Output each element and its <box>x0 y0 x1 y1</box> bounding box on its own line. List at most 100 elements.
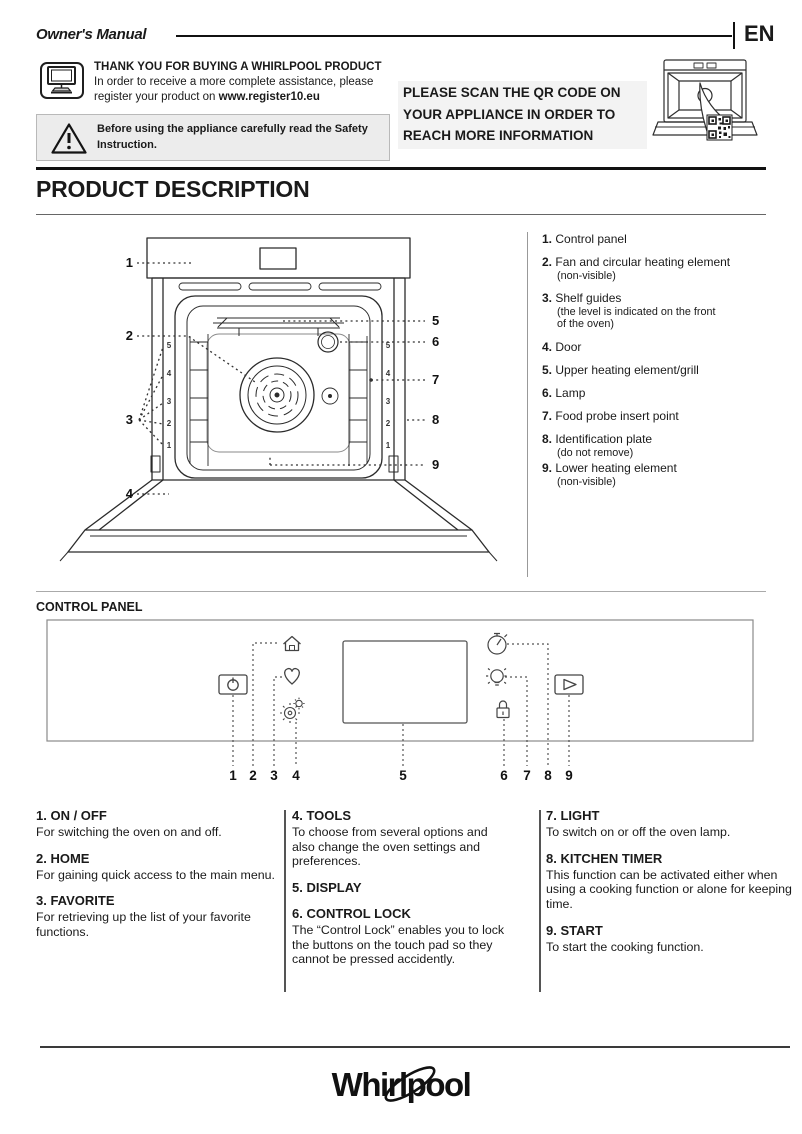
svg-text:2: 2 <box>386 419 391 428</box>
function-heading: 8. KITCHEN TIMER <box>546 850 663 866</box>
function-body: To switch on or off the oven lamp. <box>546 825 731 839</box>
svg-text:1: 1 <box>167 441 172 450</box>
qr-code-icon <box>706 114 733 141</box>
language-code: EN <box>744 21 775 46</box>
function-heading: 7. LIGHT <box>546 808 600 823</box>
function-body: For retrieving up the list of your favor… <box>36 910 251 939</box>
svg-text:9: 9 <box>432 457 439 472</box>
thank-you-line1: In order to receive a more complete assi… <box>94 76 374 89</box>
svg-text:3: 3 <box>270 768 278 783</box>
power-button <box>218 674 248 695</box>
control-panel-box <box>46 619 754 742</box>
safety-warning-box: Before using the appliance carefully rea… <box>36 114 390 161</box>
warning-triangle-icon <box>51 123 87 154</box>
function-body: For switching the oven on and off. <box>36 825 222 839</box>
function-heading: 1. ON / OFF <box>36 808 107 823</box>
safety-warning-text: Before using the appliance carefully rea… <box>97 123 368 151</box>
functions-column-1: 1. ON / OFF For switching the oven on an… <box>36 808 279 940</box>
function-heading: 3. FAVORITE <box>36 893 115 909</box>
function-heading: 5. DISPLAY <box>292 879 362 895</box>
display <box>342 640 468 724</box>
functions-column-3: 7. LIGHT To switch on or off the oven la… <box>546 808 792 954</box>
qr-note: PLEASE SCAN THE QR CODE ON YOUR APPLIANC… <box>398 81 647 149</box>
svg-text:5: 5 <box>432 313 439 328</box>
brand-logo: Whirlpool <box>332 1066 472 1103</box>
svg-text:4: 4 <box>126 486 134 501</box>
list-item: 4. Door <box>542 339 582 354</box>
function-body: The “Control Lock” enables you to lock t… <box>292 922 505 967</box>
column-divider <box>539 810 541 992</box>
svg-text:2: 2 <box>126 328 133 343</box>
list-item: 3. Shelf guides (the level is indicated … <box>542 290 716 331</box>
svg-text:3: 3 <box>386 397 391 406</box>
food-probe-point-icon <box>321 387 339 405</box>
svg-text:8: 8 <box>432 412 439 427</box>
svg-text:5: 5 <box>399 768 407 783</box>
svg-text:4: 4 <box>386 369 391 378</box>
register-online-icon <box>40 62 84 99</box>
oven-diagram: 5 4 3 2 1 5 4 3 2 1 1 2 3 <box>59 237 498 562</box>
kitchen-timer-icon <box>487 632 508 655</box>
function-body: To start the cooking function. <box>546 939 704 954</box>
callout-leader-lines <box>137 262 425 495</box>
page-title: Owner's Manual <box>36 26 147 43</box>
home-icon <box>283 635 301 652</box>
parts-list: 1. Control panel 2. Fan and circular hea… <box>542 232 794 497</box>
svg-text:1: 1 <box>126 255 133 270</box>
start-button <box>554 674 584 695</box>
favorite-heart-icon <box>284 667 300 685</box>
tools-gear-icon <box>280 697 305 723</box>
svg-text:8: 8 <box>544 768 552 783</box>
control-panel-title: CONTROL PANEL <box>36 600 143 614</box>
oven-callout-numbers: 1 2 3 4 5 6 7 8 9 <box>126 255 439 501</box>
control-panel-callout-numbers: 1 2 3 4 5 6 7 8 9 <box>229 768 573 783</box>
probe-leader-dot <box>369 378 373 382</box>
function-body: This function can be activated either wh… <box>546 867 792 911</box>
product-description-title: PRODUCT DESCRIPTION <box>36 176 310 202</box>
oven-outline <box>59 237 498 562</box>
control-lock-icon <box>496 700 510 719</box>
svg-text:5: 5 <box>167 341 172 350</box>
thank-you-line2: register your product on www.register10.… <box>94 91 320 104</box>
functions-column-2: 4. TOOLS To choose from several options … <box>292 808 510 967</box>
svg-text:9: 9 <box>565 768 573 783</box>
svg-text:2: 2 <box>167 419 172 428</box>
diagram-list-divider <box>527 232 528 577</box>
thank-you-title: THANK YOU FOR BUYING A WHIRLPOOL PRODUCT <box>94 61 382 73</box>
function-heading: 4. TOOLS <box>292 808 351 823</box>
svg-text:4: 4 <box>292 768 300 783</box>
function-body: For gaining quick access to the main men… <box>36 867 275 882</box>
monitor-icon <box>47 66 76 94</box>
function-heading: 2. HOME <box>36 850 90 866</box>
control-panel-leader-lines <box>232 642 570 766</box>
fan-icon <box>239 357 315 433</box>
list-item: 7. Food probe insert point <box>542 408 679 423</box>
function-heading: 9. START <box>546 922 603 938</box>
control-panel-section-rule <box>36 591 766 592</box>
svg-text:7: 7 <box>523 768 531 783</box>
list-item: 5. Upper heating element/grill <box>542 362 699 377</box>
control-panel-diagram: 1 2 3 4 5 6 7 8 9 <box>46 619 754 783</box>
svg-text:1: 1 <box>386 441 391 450</box>
footer-rule <box>40 1046 790 1048</box>
svg-text:4: 4 <box>167 369 172 378</box>
thank-you-block: THANK YOU FOR BUYING A WHIRLPOOL PRODUCT… <box>94 60 424 106</box>
list-item: 8. Identification plate (do not remove) <box>542 432 653 459</box>
svg-text:7: 7 <box>432 372 439 387</box>
register-url: www.register10.eu <box>218 91 320 104</box>
section-rule-under-title <box>36 214 766 215</box>
list-item: 9. Lower heating element (non-visible) <box>542 461 677 489</box>
svg-text:3: 3 <box>167 397 172 406</box>
list-item: 2. Fan and circular heating element (non… <box>542 255 731 282</box>
svg-text:6: 6 <box>432 334 439 349</box>
oven-qr-illustration <box>652 59 758 141</box>
light-bulb-icon <box>486 668 508 686</box>
svg-text:6: 6 <box>500 768 508 783</box>
section-rule-top <box>36 167 766 170</box>
lamp-icon <box>317 331 339 353</box>
list-item: 1. Control panel <box>542 232 627 246</box>
shelf-level-numbers: 5 4 3 2 1 5 4 3 2 1 <box>167 341 391 450</box>
column-divider <box>284 810 286 992</box>
header-rule <box>176 35 732 37</box>
